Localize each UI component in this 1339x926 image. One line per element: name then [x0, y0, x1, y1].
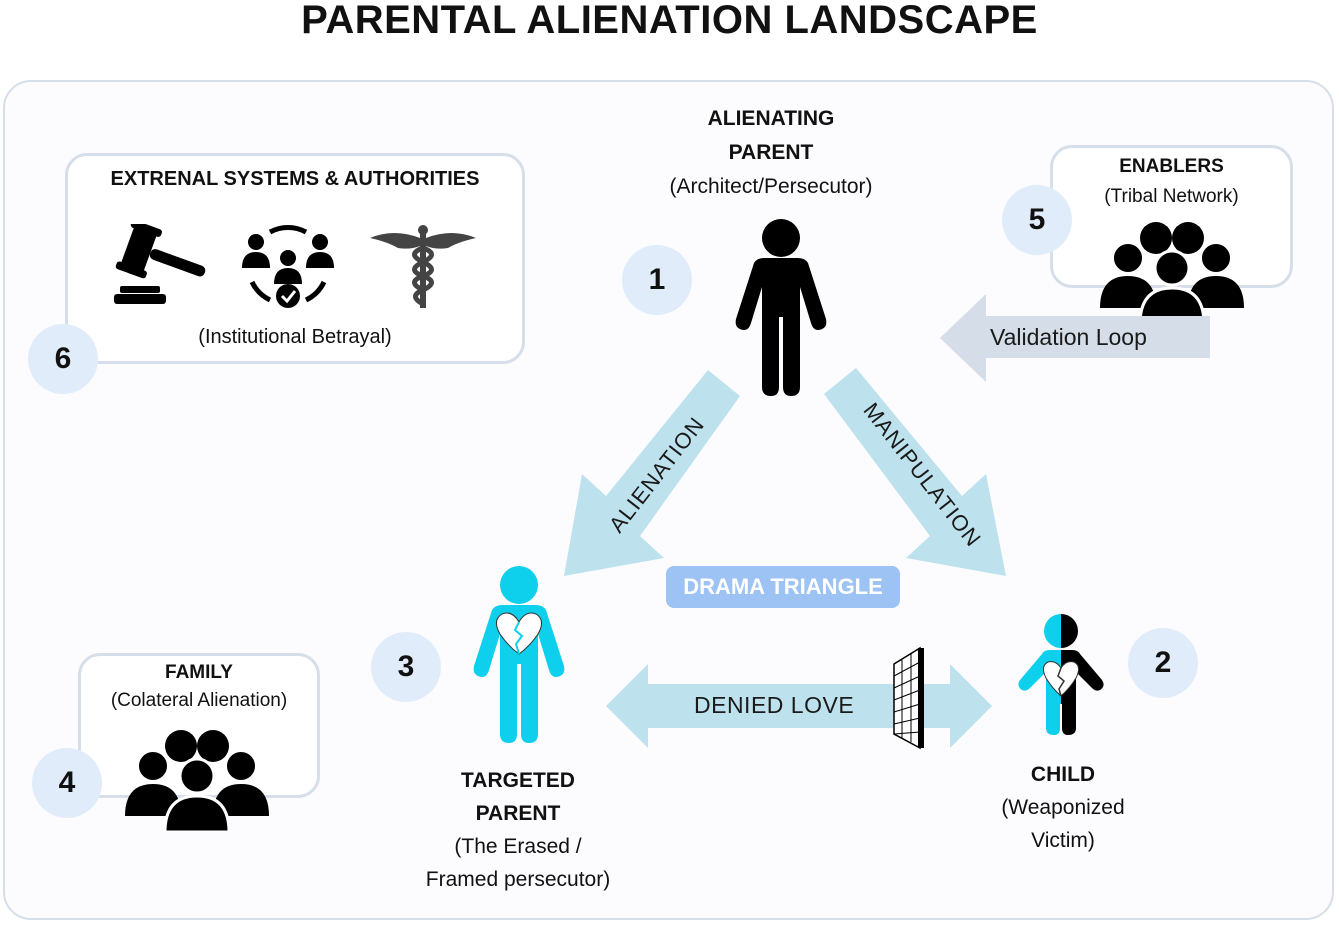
social-services-icon [242, 224, 334, 308]
external-systems-box: EXTRENAL SYSTEMS & AUTHORITIES (Institut… [65, 153, 525, 364]
badge-1: 1 [622, 245, 692, 315]
broken-heart-icon [496, 612, 542, 655]
wall-icon [893, 646, 924, 750]
child-subtitle-line1: (Weaponized [1001, 796, 1125, 819]
alienation-arrow [564, 370, 740, 576]
validation-loop-label: Validation Loop [990, 324, 1147, 350]
targeted-parent-person-icon [473, 566, 565, 743]
enablers-title: ENABLERS [1119, 156, 1224, 177]
badge-2: 2 [1128, 628, 1198, 698]
child-split-icon [1018, 614, 1104, 735]
targeted-parent-title-line2: PARENT [475, 802, 561, 825]
drama-triangle-label: DRAMA TRIANGLE [666, 566, 900, 608]
badge-3: 3 [371, 632, 441, 702]
denied-love-label: DENIED LOVE [694, 692, 855, 718]
family-subtitle: (Colateral Alienation) [110, 690, 288, 711]
targeted-parent-subtitle-line1: (The Erased / [454, 835, 582, 858]
badge-5: 5 [1002, 185, 1072, 255]
family-title: FAMILY [165, 662, 233, 683]
alienating-parent-subtitle: (Architect/Persecutor) [669, 175, 873, 198]
alienating-parent-person-icon [735, 219, 827, 396]
manipulation-arrow [824, 368, 1006, 576]
badge-4: 4 [32, 748, 102, 818]
targeted-parent-title-line1: TARGETED [461, 769, 575, 792]
page-title: PARENTAL ALIENATION LANDSCAPE [301, 0, 1038, 42]
badge-6: 6 [28, 324, 98, 394]
family-group-icon [125, 730, 269, 832]
validation-loop-arrow [940, 294, 1210, 382]
caduceus-icon [370, 225, 476, 308]
external-systems-subtitle: (Institutional Betrayal) [198, 326, 392, 348]
child-subtitle-line2: Victim) [1031, 829, 1095, 852]
gavel-icon [114, 224, 206, 304]
external-systems-title: EXTRENAL SYSTEMS & AUTHORITIES [110, 168, 480, 190]
targeted-parent-subtitle-line2: Framed persecutor) [425, 868, 611, 891]
alienating-parent-title-line1: ALIENATING [707, 107, 835, 130]
enablers-group-icon [1100, 222, 1244, 324]
alienating-parent-title-line2: PARENT [728, 141, 814, 164]
child-title: CHILD [1030, 763, 1096, 786]
enablers-subtitle: (Tribal Network) [1104, 186, 1239, 207]
